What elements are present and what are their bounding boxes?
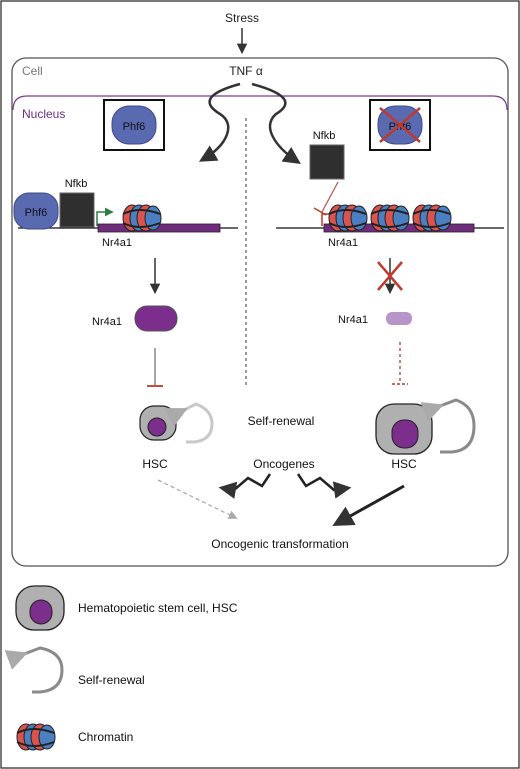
nr4a1-protein-low [386, 312, 412, 325]
cell-label: Cell [22, 64, 43, 78]
legend-hsc-label: Hematopoietic stem cell, HSC [78, 601, 238, 615]
legend-self-renewal-label: Self-renewal [78, 673, 145, 687]
hsc-small-nucleus [147, 417, 167, 437]
chromatin-right-1 [328, 204, 368, 232]
nfkb-bound-label: Nfkb [65, 178, 88, 190]
hsc-label-left: HSC [142, 457, 168, 471]
transformation-arrow-left [157, 479, 238, 519]
phf6-present-label: Phf6 [123, 121, 146, 133]
nucleus-boundary [12, 95, 508, 111]
legend-chromatin-icon [16, 723, 56, 751]
phf6-bound [13, 192, 59, 230]
stress-label: Stress [225, 11, 259, 25]
phf6-bound-label: Phf6 [25, 207, 48, 219]
tnf-arrow-left [198, 82, 241, 162]
tnf-arrow-right [251, 82, 301, 164]
nucleus-label: Nucleus [22, 107, 65, 121]
chromatin-right-2 [370, 204, 410, 232]
chromatin-right-3 [412, 204, 452, 232]
self-renewal-arrow-right [420, 398, 476, 454]
phf6-present-blob [111, 105, 157, 145]
legend-chromatin-label: Chromatin [78, 730, 133, 744]
hsc-large-nucleus [391, 419, 419, 449]
oncogene-arrow-right [296, 473, 352, 499]
tnf-alpha-label: TNF α [229, 64, 263, 78]
cell-boundary [11, 57, 509, 567]
nfkb-unbound [309, 144, 345, 180]
hsc-label-right: HSC [391, 457, 417, 471]
legend-self-renewal-icon [4, 646, 64, 694]
self-renewal-arrow-left [164, 402, 214, 444]
nr4a1-protein-label-left: Nr4a1 [92, 316, 122, 328]
transformation-arrow-right [332, 484, 405, 527]
nr4a1-protein-label-right: Nr4a1 [338, 314, 368, 326]
nfkb-bound [59, 192, 95, 228]
phf6-present-box [103, 99, 165, 151]
nr4a1-protein-high [134, 305, 178, 332]
oncogene-arrow-left [218, 473, 272, 499]
phf6-deleted-cross [379, 107, 421, 143]
oncogenic-transformation-label: Oncogenic transformation [211, 537, 348, 551]
legend-hsc-icon-nucleus [29, 599, 53, 625]
nr4a1-gene-label-right: Nr4a1 [328, 237, 358, 249]
self-renewal-label: Self-renewal [248, 414, 315, 428]
promoter-arrow-blocked [321, 213, 330, 226]
nr4a1-gene-label-left: Nr4a1 [102, 237, 132, 249]
promoter-arrow-active [96, 207, 114, 226]
expression-block-cross [377, 261, 403, 291]
phf6-deleted-box [369, 99, 431, 151]
nfkb-inhibit-line [321, 181, 339, 213]
chromatin-left [122, 204, 162, 232]
oncogenes-label: Oncogenes [253, 457, 314, 471]
nfkb-unbound-label: Nfkb [313, 130, 336, 142]
